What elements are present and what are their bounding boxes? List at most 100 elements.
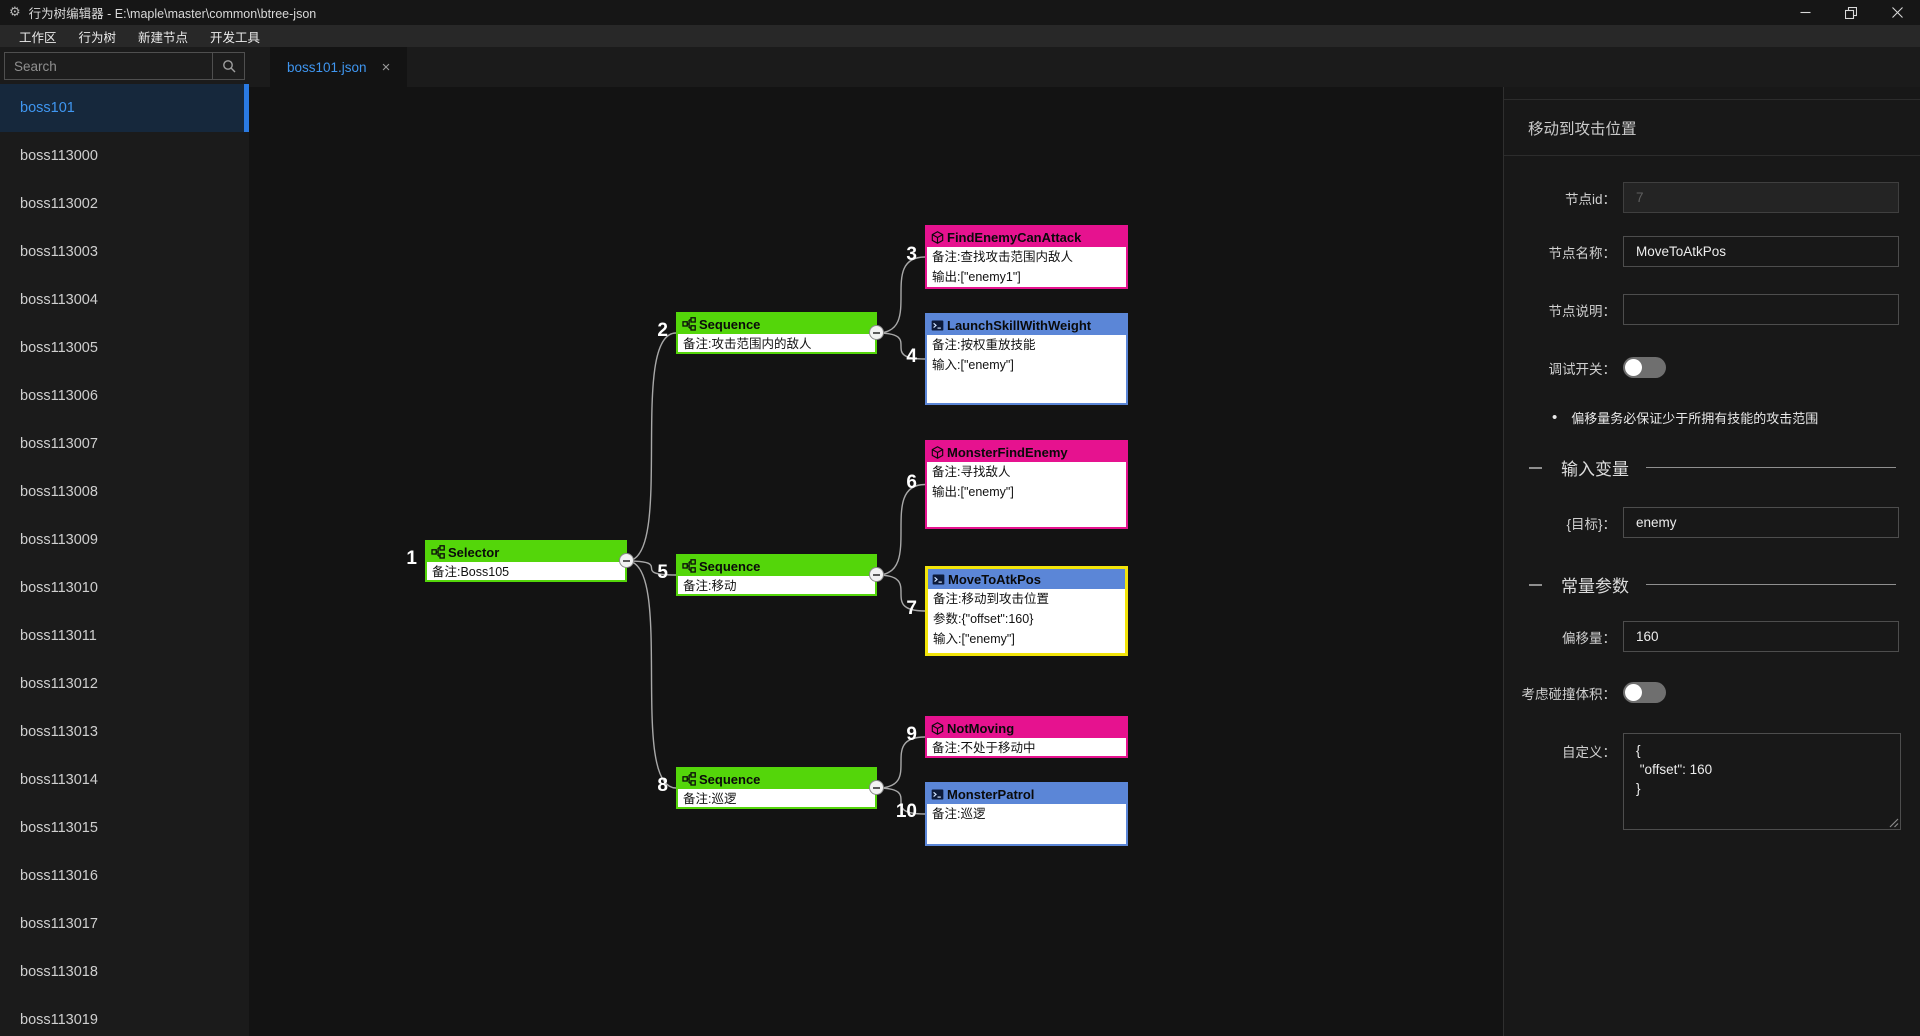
tree-icon xyxy=(682,317,696,331)
collision-toggle-label: 考虑碰撞体积： xyxy=(1521,686,1617,702)
note-row: 偏移量务必保证少于所拥有技能的攻击范围 xyxy=(1504,408,1920,427)
note-text: 偏移量务必保证少于所拥有技能的攻击范围 xyxy=(1571,411,1819,426)
section-dash xyxy=(1529,583,1542,586)
collapse-button[interactable] xyxy=(869,780,884,795)
node-title: Sequence xyxy=(699,771,761,787)
sidebar-item-boss113013[interactable]: boss113013 xyxy=(0,708,249,756)
sidebar-item-boss113004[interactable]: boss113004 xyxy=(0,276,249,324)
tree-edges xyxy=(626,256,926,815)
custom-json-textarea[interactable]: { "offset": 160 } xyxy=(1623,733,1901,830)
node-note-line: 备注:攻击范围内的敌人 xyxy=(683,337,812,351)
node-desc-input[interactable] xyxy=(1623,294,1899,325)
sidebar-item-boss113002[interactable]: boss113002 xyxy=(0,180,249,228)
minus-icon xyxy=(873,786,880,789)
sidebar-item-label: boss113017 xyxy=(20,916,98,932)
node-title: MonsterPatrol xyxy=(947,786,1035,802)
sidebar-item-boss101[interactable]: boss101 xyxy=(0,84,249,132)
sidebar-item-label: boss101 xyxy=(20,100,75,116)
collapse-button[interactable] xyxy=(619,553,634,568)
node-index: 5 xyxy=(657,562,668,583)
sidebar-item-boss113005[interactable]: boss113005 xyxy=(0,324,249,372)
node-name-input[interactable] xyxy=(1623,236,1899,267)
target-row: {目标}： xyxy=(1504,507,1920,538)
sidebar-item-boss113015[interactable]: boss113015 xyxy=(0,804,249,852)
search-input[interactable] xyxy=(5,53,212,79)
tree-edge xyxy=(626,560,677,789)
node-note-line: 备注:巡逻 xyxy=(932,807,986,821)
node-note-line: 备注:查找攻击范围内敌人 xyxy=(932,250,1073,264)
tree-icon xyxy=(682,772,696,786)
section-line xyxy=(1646,467,1896,468)
menu-item-1[interactable]: 工作区 xyxy=(19,30,57,45)
cube-icon xyxy=(931,445,944,459)
terminal-icon xyxy=(932,573,945,586)
resize-grip-icon[interactable] xyxy=(1889,818,1899,828)
sidebar: boss101boss113000boss113002boss113003bos… xyxy=(0,47,249,1036)
restore-icon xyxy=(1845,6,1857,19)
node-title: FindEnemyCanAttack xyxy=(947,229,1082,245)
tab-close-icon[interactable]: × xyxy=(381,58,391,76)
sidebar-item-boss113010[interactable]: boss113010 xyxy=(0,564,249,612)
sidebar-item-boss113007[interactable]: boss113007 xyxy=(0,420,249,468)
tree-edge xyxy=(876,332,926,360)
sidebar-item-label: boss113005 xyxy=(20,340,98,356)
sidebar-item-boss113016[interactable]: boss113016 xyxy=(0,852,249,900)
restore-button[interactable] xyxy=(1828,0,1874,25)
sidebar-item-label: boss113002 xyxy=(20,196,98,212)
menu-item-3[interactable]: 新建节点 xyxy=(138,30,189,45)
panel-title: 移动到攻击位置 xyxy=(1504,99,1920,156)
node-note-line: 输入:["enemy"] xyxy=(933,632,1015,646)
sidebar-item-boss113018[interactable]: boss113018 xyxy=(0,948,249,996)
debug-toggle[interactable] xyxy=(1623,357,1666,378)
collapse-button[interactable] xyxy=(869,567,884,582)
collapse-button[interactable] xyxy=(869,325,884,340)
tree-edge xyxy=(876,736,926,789)
sidebar-item-boss113017[interactable]: boss113017 xyxy=(0,900,249,948)
sidebar-item-boss113000[interactable]: boss113000 xyxy=(0,132,249,180)
cube-icon xyxy=(931,230,944,244)
node-note-line: 备注:按权重放技能 xyxy=(932,338,1036,352)
sidebar-item-boss113011[interactable]: boss113011 xyxy=(0,612,249,660)
offset-input[interactable] xyxy=(1623,621,1899,652)
minimize-button[interactable] xyxy=(1782,0,1828,25)
tree-edge xyxy=(876,787,926,815)
node-name-row: 节点名称： xyxy=(1504,236,1920,267)
node-index: 9 xyxy=(906,724,917,745)
toggle-knob xyxy=(1625,684,1642,701)
node-note-line: 备注:不处于移动中 xyxy=(932,741,1036,755)
node-index: 3 xyxy=(906,244,917,265)
search-icon xyxy=(222,60,235,73)
tab-boss101-json[interactable]: boss101.json × xyxy=(270,47,408,87)
sidebar-item-boss113008[interactable]: boss113008 xyxy=(0,468,249,516)
node-note-line: 参数:{"offset":160} xyxy=(933,612,1034,626)
terminal-icon xyxy=(931,319,944,332)
node-title: LaunchSkillWithWeight xyxy=(947,317,1092,333)
collision-toggle[interactable] xyxy=(1623,682,1666,703)
sidebar-item-label: boss113000 xyxy=(20,148,98,164)
sidebar-item-boss113012[interactable]: boss113012 xyxy=(0,660,249,708)
sidebar-item-boss113009[interactable]: boss113009 xyxy=(0,516,249,564)
node-note-line: 备注:移动 xyxy=(683,579,737,593)
sidebar-item-boss113006[interactable]: boss113006 xyxy=(0,372,249,420)
search-button[interactable] xyxy=(212,53,244,79)
menu-item-2[interactable]: 行为树 xyxy=(78,30,117,45)
custom-json-label: 自定义： xyxy=(1562,745,1616,760)
sidebar-item-boss113019[interactable]: boss113019 xyxy=(0,996,249,1036)
tree-node-MonsterPatrol[interactable]: MonsterPatrol 备注:巡逻 xyxy=(925,782,1128,846)
sidebar-item-boss113003[interactable]: boss113003 xyxy=(0,228,249,276)
section-dash xyxy=(1529,466,1542,469)
target-input[interactable] xyxy=(1623,507,1899,538)
close-button[interactable] xyxy=(1874,0,1920,25)
menu-item-4[interactable]: 开发工具 xyxy=(210,30,261,45)
sidebar-item-boss113014[interactable]: boss113014 xyxy=(0,756,249,804)
